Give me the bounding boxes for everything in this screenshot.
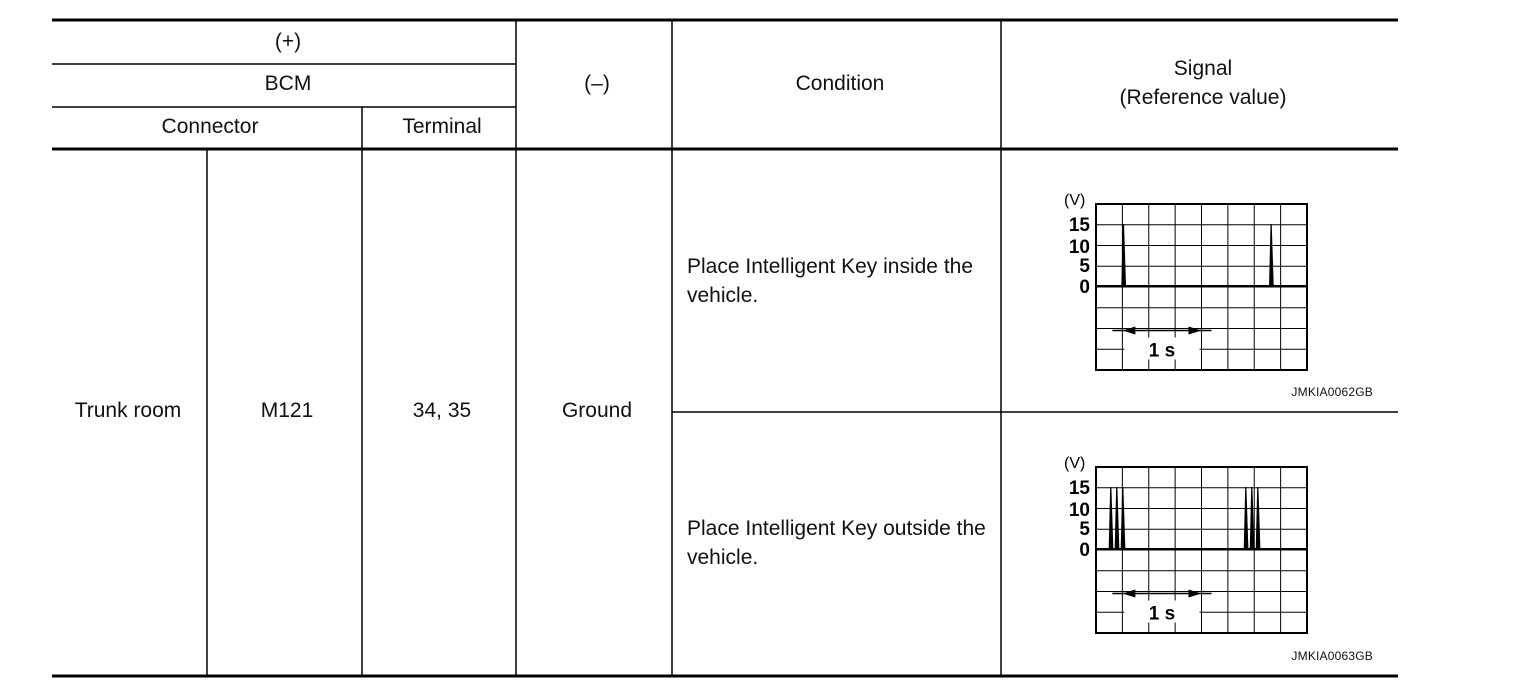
y-tick-label: 10 (1069, 500, 1090, 521)
y-tick-label: 5 (1079, 519, 1090, 540)
time-arrow-right (1122, 326, 1136, 335)
signal-pulse (1120, 486, 1126, 550)
signal-pulse (1243, 486, 1249, 550)
time-arrow-left (1188, 326, 1202, 335)
y-tick-label: 0 (1079, 540, 1090, 561)
signal-pulse (1108, 486, 1114, 550)
condition-inside: Place Intelligent Key inside the vehicle… (687, 255, 974, 307)
signal-subheader: (Reference value) (1119, 86, 1287, 109)
time-scale-label: 1 s (1149, 341, 1175, 362)
terminal-header: Terminal (402, 115, 482, 138)
negative-header: (–) (584, 72, 610, 95)
condition-outside: Place Intelligent Key outside the vehicl… (687, 517, 986, 569)
bcm-header: BCM (264, 72, 312, 95)
connector-header: Connector (161, 115, 259, 138)
y-tick-label: 15 (1069, 478, 1091, 499)
terminal-cell: 34, 35 (412, 399, 472, 422)
time-arrow-left (1188, 589, 1202, 598)
figure-code-inside: JMKIA0062GB (1291, 385, 1373, 399)
signal-header: Signal (1173, 57, 1233, 80)
time-arrow-right (1122, 589, 1136, 598)
signal-pulse (1114, 486, 1120, 550)
signal-pulse (1121, 223, 1127, 287)
condition-header: Condition (795, 72, 885, 95)
y-tick-label: 5 (1079, 256, 1090, 277)
y-unit-label: (V) (1064, 455, 1085, 472)
signal-pulse (1255, 486, 1261, 550)
signal-pulse (1249, 486, 1255, 550)
time-scale-label: 1 s (1149, 604, 1175, 625)
negative-cell: Ground (561, 399, 633, 422)
figure-code-outside: JMKIA0063GB (1291, 649, 1373, 663)
location-cell: Trunk room (74, 399, 182, 422)
y-tick-label: 0 (1079, 277, 1090, 298)
connector-cell: M121 (260, 399, 314, 422)
y-unit-label: (V) (1064, 192, 1085, 209)
positive-header: (+) (274, 30, 302, 53)
signal-pulse (1269, 223, 1274, 287)
y-tick-label: 15 (1069, 215, 1091, 236)
y-tick-label: 10 (1069, 237, 1090, 258)
